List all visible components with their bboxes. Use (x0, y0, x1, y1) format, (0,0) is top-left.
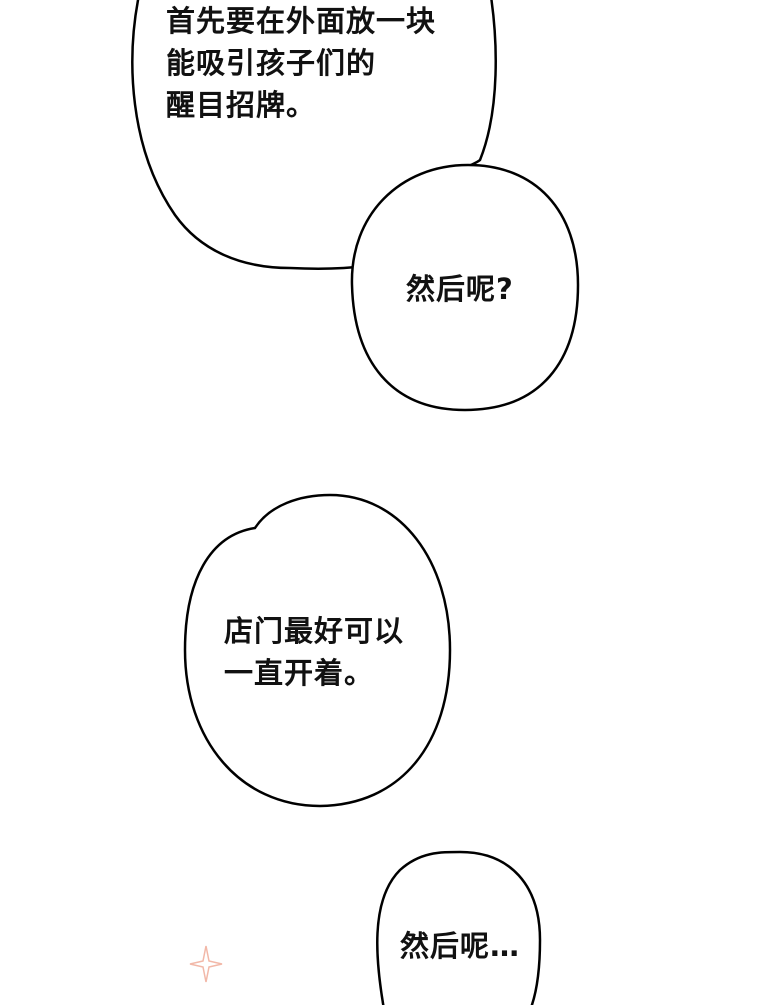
speech-bubble-3-text: 店门最好可以 一直开着。 (224, 610, 404, 694)
speech-bubble-3 (183, 493, 452, 808)
speech-bubble-2 (350, 163, 580, 412)
bubble-2-line-1: 然后呢? (406, 272, 514, 306)
speech-bubble-2-text: 然后呢? (406, 268, 514, 310)
speech-bubble-1 (131, 0, 497, 270)
bubble-1-line-2: 能吸引孩子们的 (166, 46, 377, 80)
sparkle-icon (189, 945, 223, 983)
speech-bubble-1-text: 首先要在外面放一块 能吸引孩子们的 醒目招牌。 (166, 0, 436, 126)
bubble-4-line-1: 然后呢… (400, 929, 521, 963)
bubble-3-line-1: 店门最好可以 (224, 614, 405, 648)
bubble-1-line-3: 醒目招牌。 (166, 88, 317, 122)
speech-bubble-4 (376, 850, 542, 1005)
bubble-3-line-2: 一直开着。 (224, 656, 375, 690)
speech-bubble-4-text: 然后呢… (400, 925, 520, 967)
bubble-1-line-1: 首先要在外面放一块 (166, 4, 437, 38)
